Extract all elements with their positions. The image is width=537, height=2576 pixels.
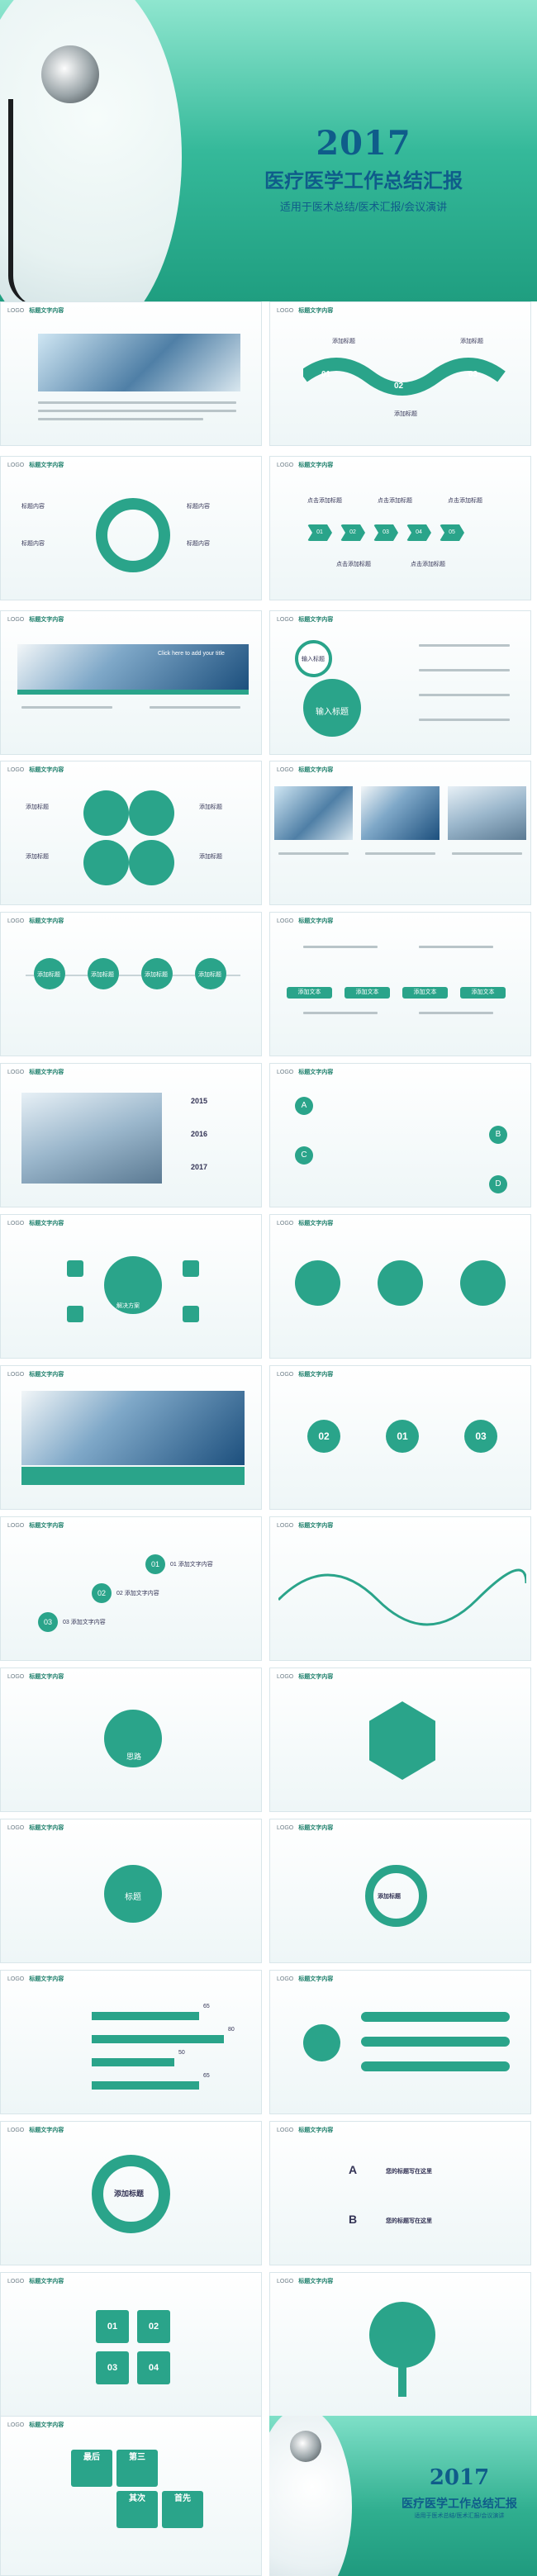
hexagon-shape [369,1701,435,1780]
end-subtitle: 适用于医术总结/医术汇报/会议演讲 [414,2513,505,2519]
add-text-tag: 添加文本 [345,987,390,999]
cycle-ring [96,498,170,572]
wavy-path-line [278,1568,526,1626]
end-year: 2017 [429,2465,490,2490]
progress-bar [92,2058,174,2066]
cover-slide: 2017 医疗医学工作总结汇报 适用于医术总结/医术汇报/会议演讲 [0,0,537,301]
banner-text: Click here to add your title [158,651,225,657]
end-title: 医疗医学工作总结汇报 [402,2497,517,2510]
cycle-label: 标题内容 [187,504,210,510]
end-slide: 2017 医疗医学工作总结汇报 适用于医术总结/医术汇报/会议演讲 [269,2416,537,2576]
add-text-tag: 添加文本 [460,987,506,999]
stethoscope-head-image [290,2431,321,2462]
chevron-step: 01 [307,524,332,541]
medal-badge: 03 [464,1420,497,1453]
add-text-tag: 添加文本 [402,987,448,999]
chevron-step: 04 [406,524,431,541]
cover-title-block: 2017 医疗医学工作总结汇报 适用于医术总结/医术汇报/会议演讲 [231,124,496,214]
lab-photo [38,334,240,391]
cycle-label: 标题内容 [21,541,45,547]
chevron-step: 03 [373,524,398,541]
cover-title: 医疗医学工作总结汇报 [264,170,463,192]
cover-year: 2017 [316,124,411,163]
step-label: 添加标题 [332,339,355,344]
stethoscope-head-image [41,45,99,103]
chevron-step: 02 [340,524,365,541]
cover-subtitle: 适用于医术总结/医术汇报/会议演讲 [279,201,448,213]
cycle-label: 标题内容 [21,504,45,510]
step-number: 02 [394,382,404,391]
add-text-tag: 添加文本 [287,987,332,999]
medal-badge: 01 [386,1420,419,1453]
gear-icon [129,840,174,885]
wave-ribbon [303,358,506,396]
gear-icon [129,790,174,836]
step-number: 01 [321,370,331,379]
banner-photo [17,644,249,690]
stethoscope-tube-image [8,99,38,301]
progress-bar [92,2012,199,2020]
chevron-step: 05 [440,524,464,541]
cycle-label: 标题内容 [187,541,210,547]
gear-icon [83,790,129,836]
progress-bar [92,2081,199,2090]
step-label: 添加标题 [394,411,417,417]
tree-icon [369,2302,435,2368]
progress-bar [92,2035,224,2043]
gear-icon [83,840,129,885]
step-label: 添加标题 [460,339,483,344]
step-number: 03 [468,370,478,379]
medal-badge: 02 [307,1420,340,1453]
